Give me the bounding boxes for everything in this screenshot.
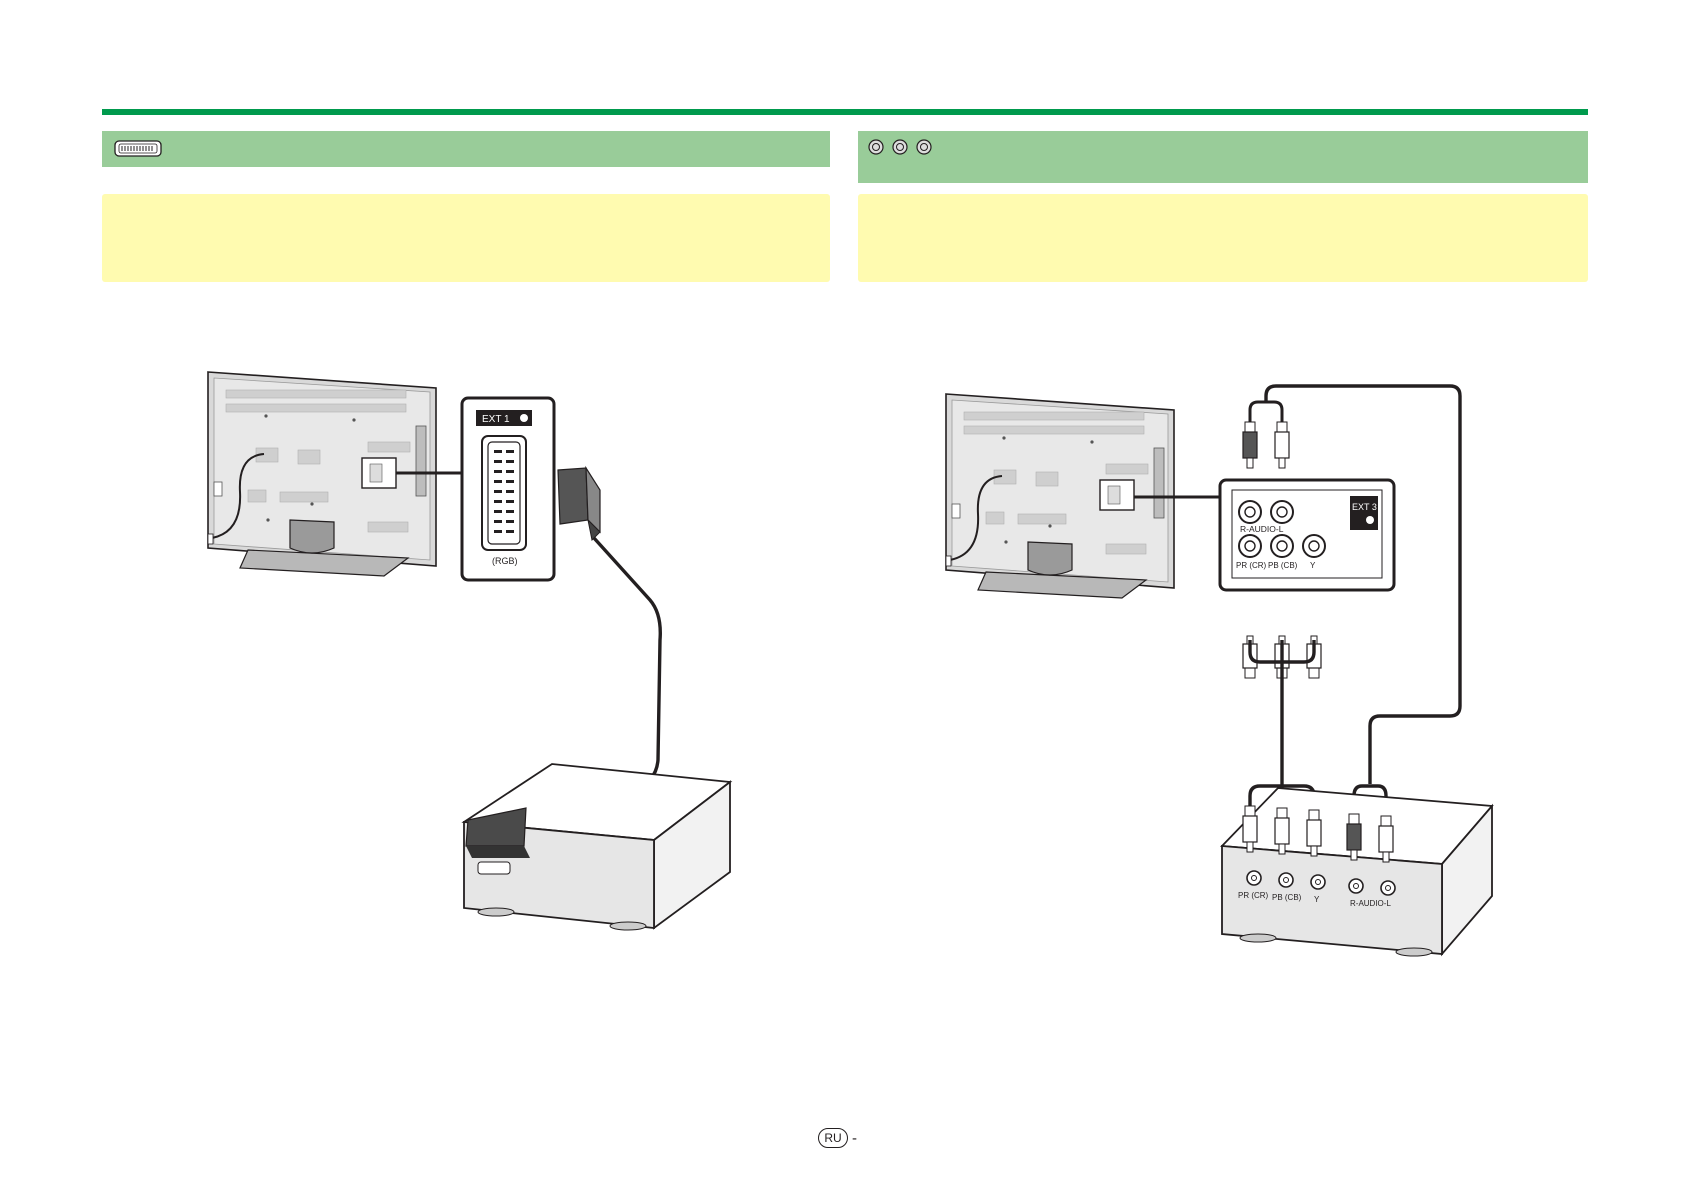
device-pb-label: PB (CB) <box>1272 893 1302 902</box>
tv-pr-label: PR (CR) <box>1236 561 1267 570</box>
page-number-suffix: - <box>852 1129 857 1147</box>
device-audio-label: R-AUDIO-L <box>1350 899 1391 908</box>
right-tv-rear <box>945 393 1175 599</box>
left-note-box <box>102 194 830 282</box>
page-footer: RU - <box>818 1126 857 1150</box>
rgb-label: (RGB) <box>492 556 518 566</box>
scart-plug-tv <box>557 465 601 542</box>
scart-connector-icon <box>114 140 162 157</box>
top-rule <box>102 109 1588 115</box>
ext1-panel-callout: EXT 1 (RGB) <box>460 396 556 582</box>
left-section-header <box>102 131 830 167</box>
component-cable <box>1248 640 1316 800</box>
ext3-label: EXT 3 <box>1352 502 1377 512</box>
tv-audio-label: R-AUDIO-L <box>1240 524 1284 534</box>
device-pr-label: PR (CR) <box>1238 891 1269 900</box>
device-y-label: Y <box>1314 895 1320 904</box>
ext3-panel-callout: EXT 3 R-AUDIO-L PR (CR) PB (CB) Y <box>1218 478 1396 592</box>
right-note-box <box>858 194 1588 282</box>
rca-jack-icon <box>868 139 932 155</box>
tv-pb-label: PB (CB) <box>1268 561 1298 570</box>
tv-y-label: Y <box>1310 561 1316 570</box>
right-section-header <box>858 131 1588 183</box>
left-source-device <box>461 763 733 931</box>
rca-jacks-icon-group <box>868 139 932 155</box>
ext1-label: EXT 1 <box>482 414 510 425</box>
left-tv-rear <box>207 371 437 577</box>
audio-cable <box>1264 384 1462 784</box>
audio-plugs-top <box>1242 421 1290 469</box>
right-source-device: PR (CR) PB (CB) Y R-AUDIO-L <box>1220 787 1494 957</box>
language-badge: RU <box>818 1128 848 1148</box>
device-plugs <box>1242 805 1394 863</box>
